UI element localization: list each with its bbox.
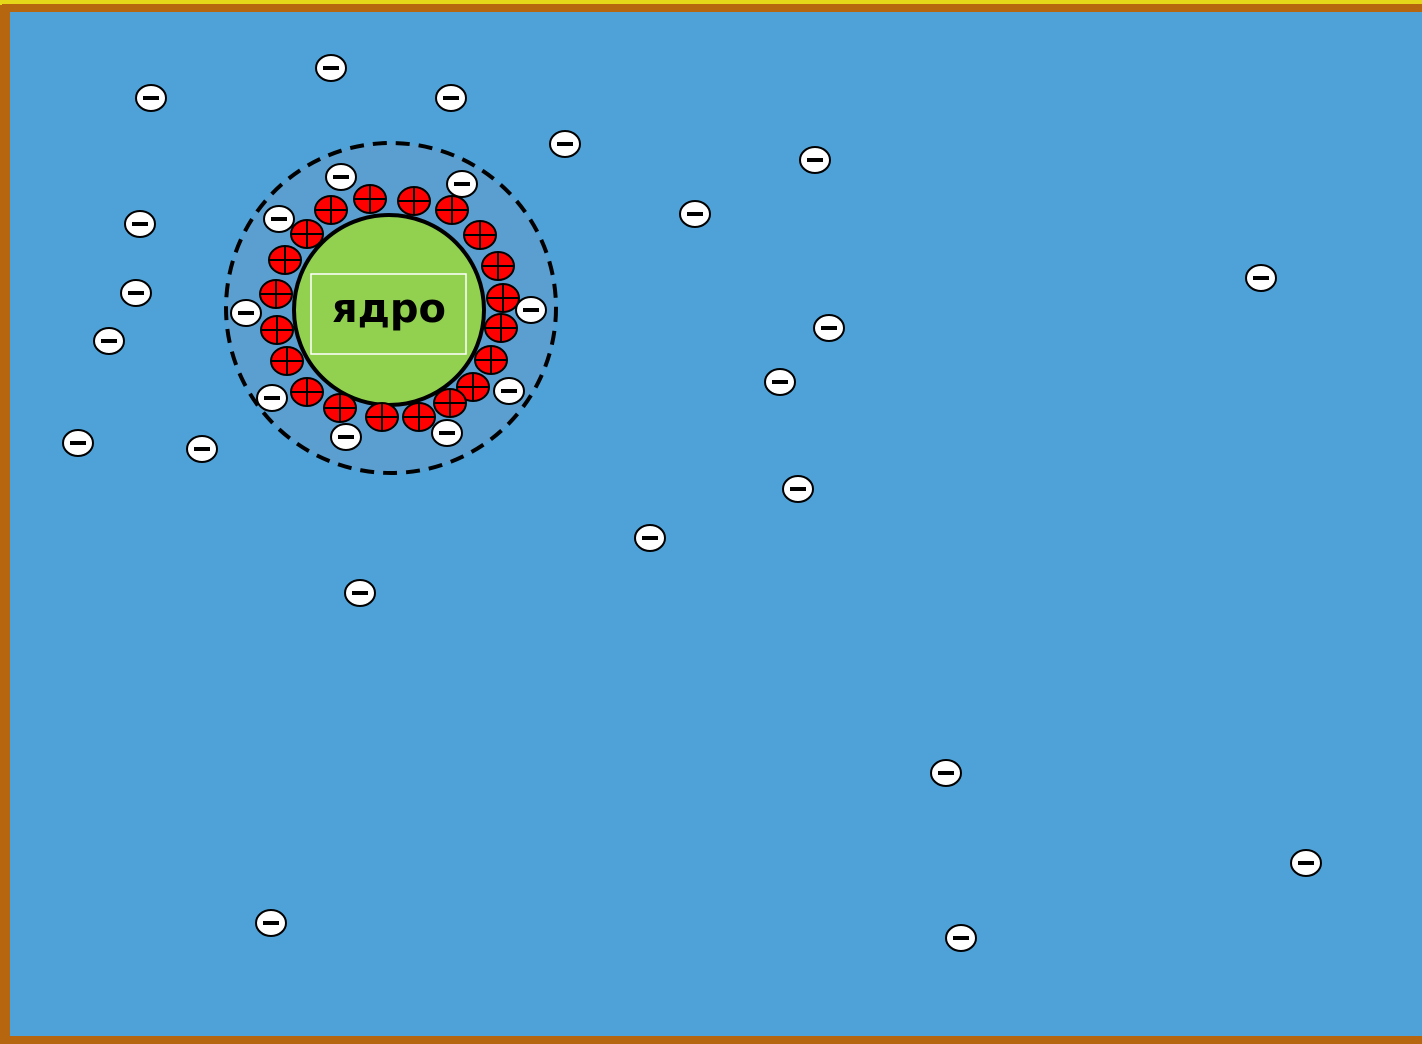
negative-ion-icon [765, 369, 795, 395]
positive-ion-icon [291, 378, 323, 406]
negative-ion-icon [635, 525, 665, 551]
negative-ion-icon [231, 300, 261, 326]
positive-ion-icon [315, 196, 347, 224]
negative-ion-icon [1291, 850, 1321, 876]
negative-ion-icon [800, 147, 830, 173]
solution-background [6, 8, 1422, 1040]
negative-ion-icon [125, 211, 155, 237]
positive-ion-icon [434, 389, 466, 417]
negative-ion-icon [680, 201, 710, 227]
negative-ion-icon [345, 580, 375, 606]
positive-ion-icon [260, 280, 292, 308]
positive-ion-icon [475, 346, 507, 374]
positive-ion-icon [324, 394, 356, 422]
negative-ion-icon [783, 476, 813, 502]
negative-ion-icon [136, 85, 166, 111]
negative-ion-icon [256, 910, 286, 936]
negative-ion-icon [63, 430, 93, 456]
negative-ion-icon [447, 171, 477, 197]
positive-ion-icon [482, 252, 514, 280]
positive-ion-icon [464, 221, 496, 249]
negative-ion-icon [94, 328, 124, 354]
negative-ion-icon [516, 297, 546, 323]
positive-ion-icon [436, 196, 468, 224]
positive-ion-icon [271, 347, 303, 375]
negative-ion-icon [187, 436, 217, 462]
negative-ion-icon [264, 206, 294, 232]
negative-ion-icon [931, 760, 961, 786]
negative-ion-icon [946, 925, 976, 951]
positive-ion-icon [269, 246, 301, 274]
positive-ion-icon [485, 314, 517, 342]
nucleus-label: ядро [332, 286, 446, 332]
negative-ion-icon [326, 164, 356, 190]
negative-ion-icon [814, 315, 844, 341]
positive-ion-icon [398, 187, 430, 215]
negative-ion-icon [1246, 265, 1276, 291]
negative-ion-icon [436, 85, 466, 111]
negative-ion-icon [494, 378, 524, 404]
positive-ion-icon [354, 185, 386, 213]
positive-ion-icon [366, 403, 398, 431]
positive-ion-icon [487, 284, 519, 312]
negative-ion-icon [316, 55, 346, 81]
negative-ion-icon [257, 385, 287, 411]
negative-ion-icon [550, 131, 580, 157]
negative-ion-icon [121, 280, 151, 306]
negative-ion-icon [331, 424, 361, 450]
positive-ion-icon [291, 220, 323, 248]
positive-ion-icon [403, 403, 435, 431]
positive-ion-icon [261, 316, 293, 344]
negative-ion-icon [432, 420, 462, 446]
